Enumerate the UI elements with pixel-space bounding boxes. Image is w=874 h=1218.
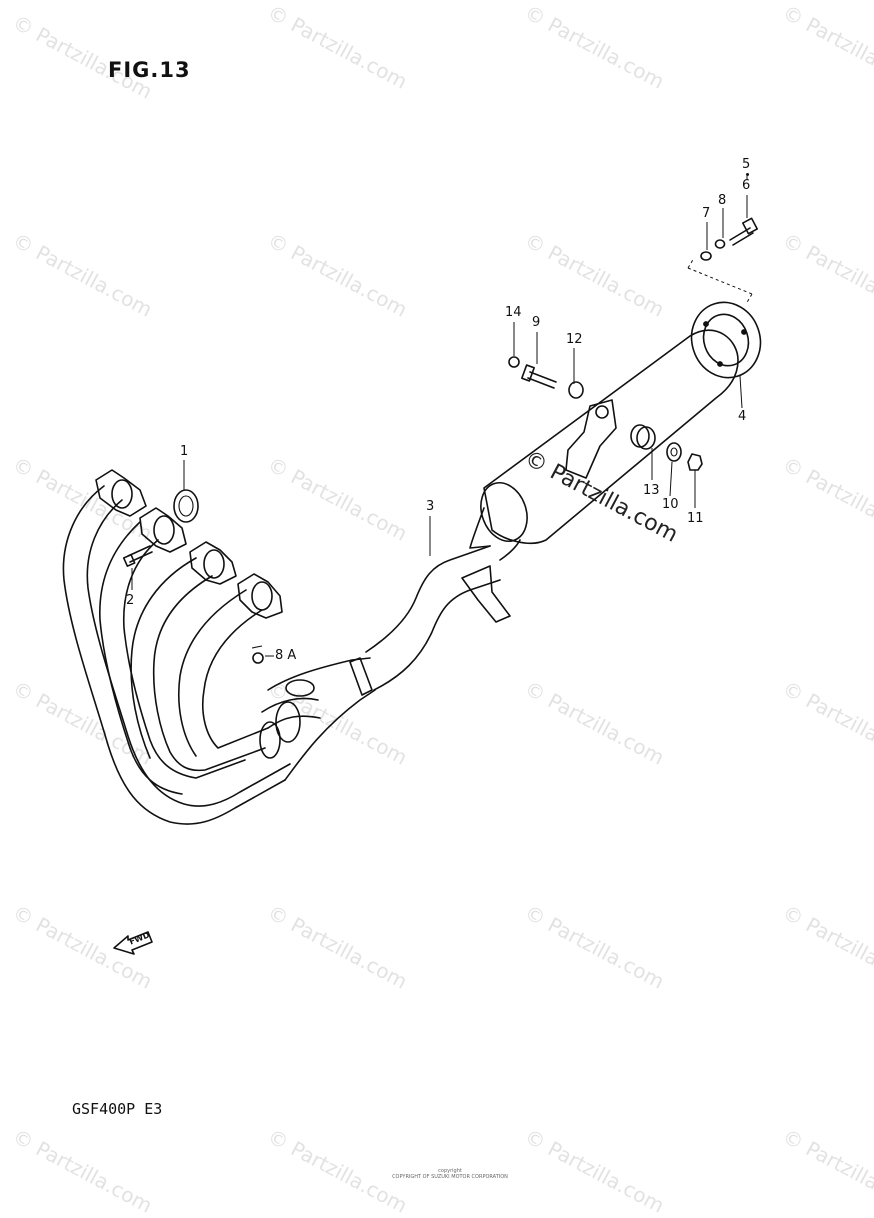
muffler-end-cap [690,301,762,379]
callout-3: 3 [426,499,435,514]
callout-6: 6 [742,178,751,193]
callout-2: 2 [126,593,135,608]
forward-direction-arrow [113,931,153,955]
callout-11: 11 [687,511,704,526]
nut-8a [251,645,264,664]
callout-13: 13 [643,483,660,498]
exhaust-pipe-assembly [62,469,511,825]
muffler [469,329,739,561]
exhaust-bolt [122,545,153,567]
callout-5: 5 [742,157,751,172]
callout-8a: 8 A [275,648,297,663]
copyright-notice: copyright COPYRIGHT OF SUZUKI MOTOR CORP… [380,1168,520,1180]
copyright-line-2: COPYRIGHT OF SUZUKI MOTOR CORPORATION [392,1174,508,1180]
callout-12: 12 [566,332,583,347]
exhaust-gasket [173,489,199,523]
leader-lines [131,176,748,657]
model-code: GSF400P E3 [72,1100,163,1118]
callout-7: 7 [702,206,711,221]
hanger-fasteners [508,356,703,471]
callout-14: 14 [505,305,522,320]
end-cap-fasteners [687,217,759,305]
callout-9: 9 [532,315,541,330]
callout-5-6-dot [746,173,749,176]
callout-1: 1 [180,444,189,459]
figure-title: FIG.13 [108,58,191,82]
callout-10: 10 [662,497,679,512]
callout-4: 4 [738,409,747,424]
copyright-line-1: copyright [438,1168,462,1174]
callout-8: 8 [718,193,727,208]
